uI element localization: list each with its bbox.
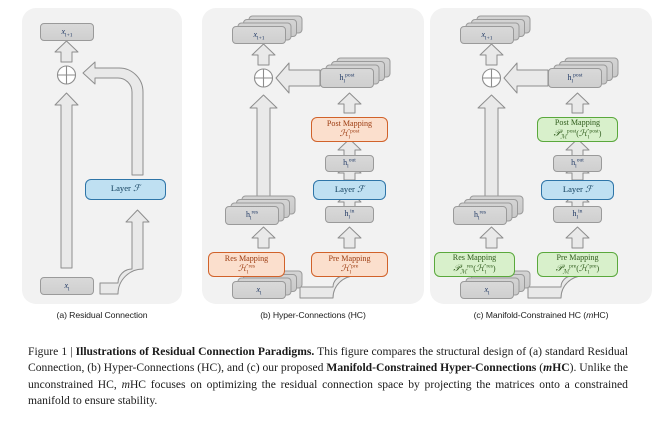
- node-b-output: xl+1: [232, 26, 286, 44]
- caption-title: Illustrations of Residual Connection Par…: [75, 345, 315, 358]
- node-b-h-out: hlout: [325, 155, 374, 172]
- pre-mapping-title: Pre Mapping: [328, 253, 371, 263]
- caption-paren-rest: HC: [552, 361, 570, 375]
- node-c-h-in: hlin: [553, 206, 602, 223]
- node-c-res-mapping: Res Mapping 𝒫ℳres(ℋlres): [434, 252, 515, 277]
- node-b-post-mapping: Post Mapping ℋlpost: [311, 117, 388, 142]
- figure-caption: Figure 1 | Illustrations of Residual Con…: [28, 345, 628, 408]
- caption-body-1: This figure compares the structural desi…: [28, 345, 628, 375]
- node-b-h-post: hlpost: [320, 68, 374, 88]
- node-c-h-out: hlout: [553, 155, 602, 172]
- node-b-h-res: hlres: [225, 206, 279, 225]
- caption-bold-2: Manifold-Constrained Hyper-Connections: [326, 361, 537, 375]
- caption-italic-m: m: [121, 377, 130, 391]
- post-mapping-title: Post Mapping: [326, 118, 373, 128]
- node-c-h-res: hlres: [453, 206, 507, 225]
- post-mapping-title: Post Mapping: [554, 118, 601, 128]
- node-b-pre-mapping: Pre Mapping ℋlpre: [311, 252, 388, 277]
- node-c-h-post: hlpost: [548, 68, 602, 88]
- node-b-res-mapping: Res Mapping ℋlres: [208, 252, 285, 277]
- node-c-input: xl: [460, 281, 514, 299]
- node-c-post-mapping: Post Mapping 𝒫ℳpost(ℋlpost): [537, 117, 618, 142]
- pre-mapping-title: Pre Mapping: [556, 253, 599, 263]
- node-a-layer: Layer ℱ: [85, 179, 166, 200]
- node-b-h-in: hlin: [325, 206, 374, 223]
- caption-body-3: HC focuses on optimizing the residual co…: [28, 377, 628, 408]
- panel-caption-c: (c) Manifold-Constrained HC (mHC): [473, 310, 609, 320]
- caption-label: Figure 1 |: [28, 345, 73, 358]
- caption-paren-m: m: [543, 361, 553, 375]
- res-mapping-title: Res Mapping: [452, 253, 497, 263]
- node-b-layer: Layer ℱ: [313, 180, 386, 200]
- panel-caption-b: (b) Hyper-Connections (HC): [260, 310, 366, 320]
- node-a-input: xl: [40, 277, 94, 295]
- node-c-output: xl+1: [460, 26, 514, 44]
- res-mapping-title: Res Mapping: [224, 253, 269, 263]
- node-c-layer: Layer ℱ: [541, 180, 614, 200]
- panel-residual-connection: [22, 8, 182, 304]
- node-c-pre-mapping: Pre Mapping 𝒫ℳpre(ℋlpre): [537, 252, 618, 277]
- node-b-input: xl: [232, 281, 286, 299]
- caption-body-2: . Unlike the unconstrained HC,: [28, 361, 628, 391]
- panel-caption-a: (a) Residual Connection: [56, 310, 148, 320]
- node-a-output: xl+1: [40, 23, 94, 41]
